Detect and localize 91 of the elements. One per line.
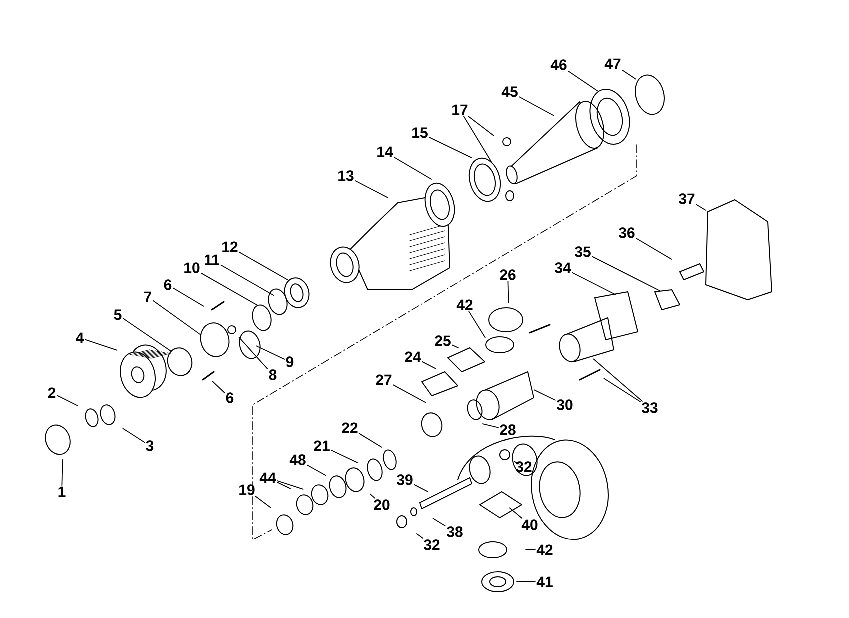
leader-line — [84, 339, 118, 351]
callout-number: 41 — [536, 576, 553, 588]
callout-number: 30 — [557, 400, 573, 410]
leader-line — [307, 464, 326, 476]
callout-number: 40 — [522, 520, 538, 530]
leader-line — [468, 116, 494, 136]
leader-line — [220, 264, 274, 296]
leader-line — [508, 281, 510, 304]
callout-number: 25 — [435, 336, 451, 346]
callout-number: 35 — [575, 246, 591, 258]
callout-number: 34 — [555, 262, 572, 274]
callout-number: 15 — [412, 128, 428, 138]
callout-number: 38 — [447, 526, 463, 538]
callout-number: 9 — [286, 356, 294, 368]
leader-line — [56, 395, 78, 406]
leader-line — [152, 300, 202, 336]
leader-line — [463, 116, 492, 162]
leader-line — [509, 508, 523, 519]
leader-line — [212, 380, 226, 394]
leader-line — [416, 534, 424, 539]
leader-line — [359, 433, 382, 448]
callout-number: 14 — [378, 146, 394, 158]
leader-line — [622, 70, 636, 80]
leader-line — [256, 346, 286, 360]
leader-line — [331, 450, 358, 464]
callout-number: 24 — [405, 352, 422, 362]
leader-line — [122, 428, 146, 443]
callout-number: 37 — [679, 194, 695, 204]
callout-number: 45 — [502, 86, 518, 98]
callout-number: 42 — [536, 544, 553, 556]
leader-line — [696, 204, 706, 211]
leader-line — [414, 484, 428, 492]
callout-number: 2 — [48, 388, 56, 398]
leader-line — [239, 252, 290, 281]
callout-number: 33 — [642, 402, 658, 414]
leader-line — [238, 337, 268, 370]
leader-line — [422, 361, 436, 370]
callout-number: 44 — [260, 472, 276, 484]
callout-number: 1 — [58, 486, 66, 498]
callout-number: 48 — [290, 454, 306, 466]
leader-line — [393, 384, 426, 404]
callout-number: 32 — [424, 540, 440, 550]
leader-line — [534, 390, 556, 401]
callout-number: 17 — [452, 104, 468, 116]
leader-line — [592, 256, 660, 292]
callout-number: 46 — [550, 60, 567, 70]
callout-number: 10 — [184, 262, 200, 274]
callout-number: 36 — [619, 228, 635, 238]
leader-line — [277, 482, 291, 490]
callout-number: 19 — [240, 484, 255, 496]
callout-number: 47 — [604, 58, 621, 70]
leader-line — [370, 494, 376, 499]
leader-line — [468, 310, 486, 338]
leader-line — [277, 480, 304, 490]
leader-line — [519, 96, 554, 116]
callout-number: 4 — [76, 332, 84, 344]
callout-number: 39 — [397, 474, 413, 486]
callout-number: 32 — [516, 462, 532, 472]
leader-line — [394, 157, 432, 180]
callout-number: 22 — [342, 422, 358, 434]
leader-line — [514, 461, 520, 465]
callout-number: 42 — [456, 300, 473, 310]
leader-line — [572, 272, 616, 296]
callout-number: 21 — [314, 440, 330, 452]
leader-line — [172, 288, 204, 307]
leader-line — [201, 273, 258, 306]
leader-line — [255, 496, 272, 508]
callout-number: 26 — [500, 270, 516, 280]
leader-line — [429, 137, 472, 158]
callout-number: 7 — [144, 292, 152, 302]
callout-number: 5 — [114, 310, 122, 320]
leader-line — [122, 318, 172, 352]
callout-number: 12 — [222, 242, 238, 252]
leader-line — [452, 344, 459, 348]
leader-line — [432, 518, 446, 527]
leader-line — [482, 424, 499, 428]
leader-line — [636, 238, 672, 260]
callout-number: 13 — [338, 170, 354, 182]
callout-number: 28 — [500, 424, 516, 436]
leader-line — [568, 70, 598, 92]
callout-number: 3 — [146, 440, 154, 452]
leader-line — [593, 358, 643, 402]
leader-line — [355, 180, 388, 198]
callout-number: 6 — [226, 392, 234, 404]
leader-line — [62, 460, 64, 486]
callout-number: 27 — [376, 374, 392, 386]
callout-number: 20 — [374, 500, 390, 510]
callout-number: 11 — [205, 254, 220, 266]
callout-number: 8 — [269, 370, 277, 380]
leader-line — [604, 378, 641, 402]
callout-number: 6 — [164, 280, 172, 290]
